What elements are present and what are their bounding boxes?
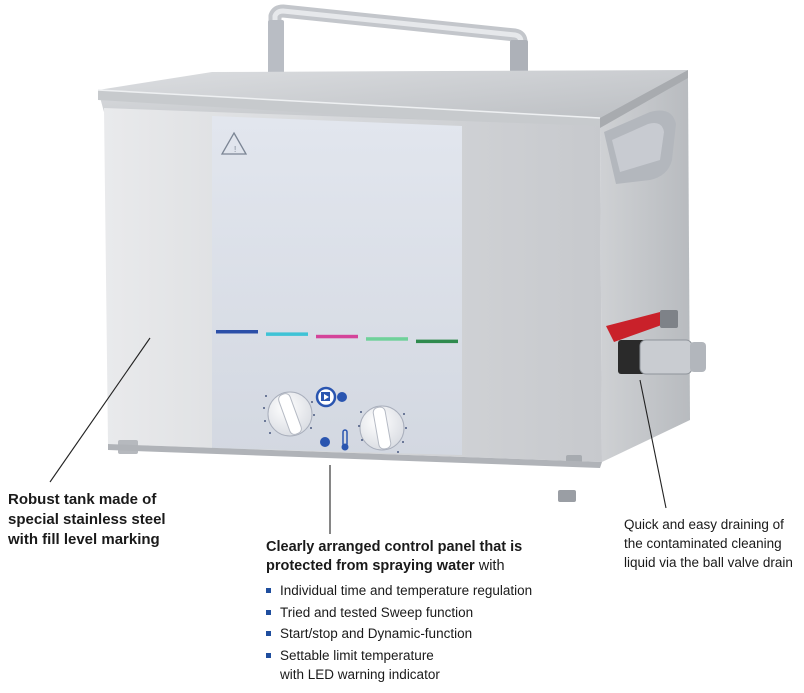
feature-item: Tried and tested Sweep function <box>266 602 566 624</box>
tank-callout: Robust tank made of special stainless st… <box>8 490 166 550</box>
sweep-button[interactable] <box>315 386 347 408</box>
valve-handle[interactable] <box>606 312 670 342</box>
panel-callout-title: Clearly arranged control panel that is p… <box>266 538 566 576</box>
feature-list: Individual time and temperature regulati… <box>266 580 566 666</box>
panel-title-line-2: protected from spraying water <box>266 558 475 574</box>
fill-mark <box>416 339 458 344</box>
tank-callout-line: Robust tank made of <box>8 491 157 508</box>
feature-item: Start/stop and Dynamic-function <box>266 623 566 645</box>
fill-mark <box>316 334 358 339</box>
control-panel <box>263 386 407 453</box>
tank-callout-line: special stainless steel <box>8 511 166 528</box>
fill-level-marking <box>216 330 458 344</box>
control-panel-callout: Clearly arranged control panel that is p… <box>266 538 566 684</box>
feature-item-continuation: with LED warning indicator <box>280 667 440 682</box>
side-handle <box>604 110 676 184</box>
valve-callout-line: Quick and easy draining of <box>624 517 784 532</box>
thermometer-icon <box>341 429 349 451</box>
fill-mark <box>266 332 308 336</box>
feature-item: Settable limit temperature <box>266 645 566 667</box>
tank-callout-line: with fill level marking <box>8 531 160 548</box>
fill-mark <box>216 330 258 334</box>
fill-mark <box>366 337 408 341</box>
valve-callout-line: liquid via the ball valve drain <box>624 555 793 570</box>
feature-item: Individual time and temperature regulati… <box>266 580 566 602</box>
panel-title-line-1: Clearly arranged control panel that is <box>266 539 523 555</box>
panel-title-suffix: with <box>474 558 505 574</box>
callout-leader-lines <box>49 337 667 534</box>
timer-led-icon <box>320 437 330 447</box>
valve-callout: Quick and easy draining of the contamina… <box>624 515 802 572</box>
ball-valve-drain[interactable] <box>606 310 706 375</box>
valve-callout-line: the contaminated cleaning <box>624 536 782 551</box>
front-panel: ! <box>212 116 462 455</box>
svg-text:!: ! <box>234 145 236 154</box>
